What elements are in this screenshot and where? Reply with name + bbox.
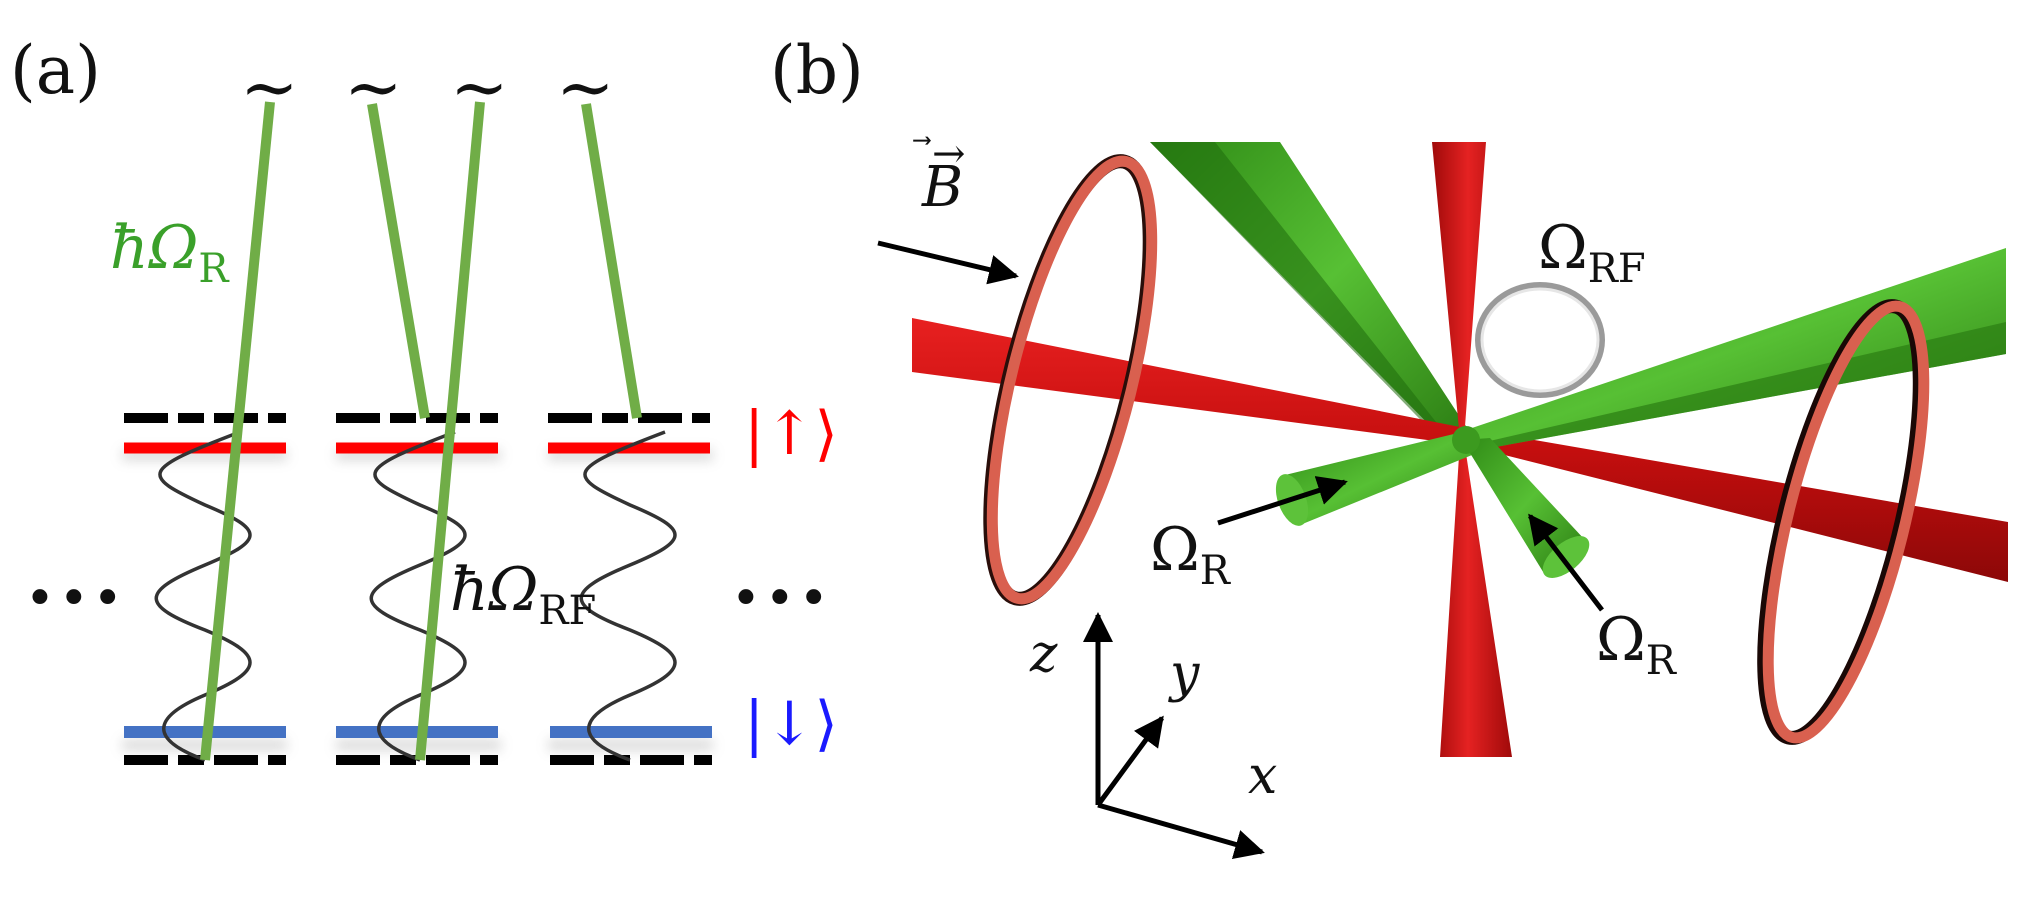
raman-coupling-subscript: R	[198, 246, 229, 292]
beam-crossing	[1452, 426, 1480, 454]
y-axis	[1095, 715, 1165, 807]
omega-rf-label: ΩRF	[1538, 218, 1646, 289]
omega-r-left-label: ΩR	[1150, 520, 1230, 591]
rf-wave-3	[579, 430, 677, 762]
b-field-arrow	[877, 240, 1019, 285]
rf-couplings	[154, 430, 677, 762]
annotation-arrows	[877, 240, 1604, 612]
red-beam-vertical	[1432, 142, 1512, 757]
raman-beams	[200, 101, 642, 761]
red-beam-horizontal	[912, 318, 2008, 582]
panel-b	[877, 142, 2008, 859]
left-coil	[983, 154, 1158, 606]
omega-rf-symbol: Ω	[1538, 213, 1588, 283]
raman-coupling-label: ħΩR	[110, 218, 229, 289]
omega-r-left-arrow	[1217, 476, 1348, 526]
b-field-label: ⃗→ B	[922, 134, 966, 216]
coordinate-axes	[1083, 612, 1265, 859]
omega-rf-subscript: RF	[1587, 246, 1646, 292]
z-axis-label: z	[1030, 624, 1058, 684]
y-axis-label: y	[1170, 644, 1200, 704]
green-beam-right	[1460, 248, 2006, 452]
vector-arrow-icon: ⃗→	[932, 131, 966, 177]
raman-beam-3	[415, 101, 485, 761]
omega-r-left-symbol: Ω	[1150, 515, 1200, 585]
green-beam-upper-left-shade	[1150, 142, 1455, 448]
green-beam-right-shade	[1468, 322, 2006, 452]
omega-r-right-symbol: Ω	[1596, 605, 1646, 675]
raman-beam-2	[367, 103, 430, 419]
rf-coupling-subscript: RF	[538, 588, 597, 634]
raman-coupling-symbol: ħΩ	[110, 213, 199, 283]
rf-loop	[1475, 282, 1605, 398]
omega-r-right-label: ΩR	[1596, 610, 1676, 681]
green-beam-lower-left	[1285, 432, 1472, 525]
state-down-label: |↓⟩	[744, 689, 838, 759]
tilde-3: ~	[450, 46, 509, 128]
rf-loop-inner	[1480, 287, 1600, 393]
ellipsis-right: ...	[732, 528, 834, 622]
b-field-symbol: B	[922, 155, 964, 220]
omega-r-right-subscript: R	[1645, 638, 1676, 684]
rf-coupling-label: ħΩRF	[450, 560, 596, 631]
rf-coupling-symbol: ħΩ	[450, 555, 539, 625]
omega-r-left-subscript: R	[1199, 548, 1230, 594]
tilde-2: ~	[344, 46, 403, 128]
rf-wave-2	[369, 430, 467, 762]
tilde-1: ~	[240, 46, 299, 128]
ellipsis-left: ...	[26, 528, 128, 622]
panel-b-label: (b)	[770, 32, 864, 109]
state-up-label: |↑⟩	[744, 399, 838, 469]
omega-r-right-arrow	[1528, 513, 1604, 612]
green-beam-lower-right-end	[1542, 536, 1590, 578]
raman-beam-4	[581, 103, 642, 419]
rf-wave-1	[154, 430, 252, 762]
x-axis-label: x	[1248, 746, 1278, 806]
x-axis	[1097, 802, 1265, 859]
panel-a-label: (a)	[10, 32, 101, 109]
panel-a	[122, 101, 713, 765]
right-coil	[1757, 299, 1930, 745]
tilde-4: ~	[556, 46, 615, 128]
raman-beam-1	[200, 101, 275, 761]
